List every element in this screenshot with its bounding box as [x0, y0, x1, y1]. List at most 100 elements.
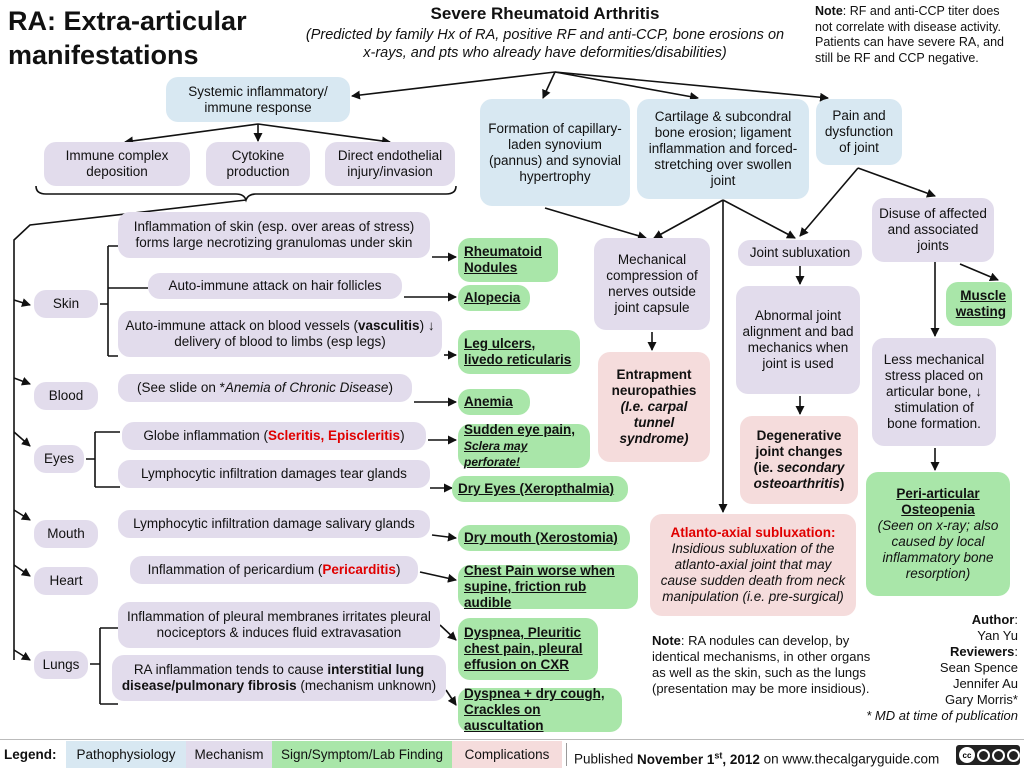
published-prefix: Published — [574, 751, 638, 767]
pleuritic-dyspnea-sign: Dyspnea, Pleuritic chest pain, pleural e… — [458, 618, 598, 680]
globe-inflammation-mechanism: Globe inflammation (Scleritis, Episcleri… — [122, 422, 426, 450]
anemia-text-c: ) — [388, 380, 393, 395]
hair-follicle-mechanism: Auto-immune attack on hair follicles — [148, 273, 402, 299]
degenerative-text-a: Degenerative joint changes (ie. — [753, 428, 843, 475]
entrapment-sub: (I.e. carpal tunnel syndrome) — [619, 399, 689, 446]
dry-eyes-sign: Dry Eyes (Xeropthalmia) — [452, 476, 628, 502]
top-note-label: Note — [815, 4, 843, 18]
legend-complications: Complications — [452, 741, 562, 768]
organ-lungs: Lungs — [34, 651, 88, 679]
vasculitis-term: vasculitis — [358, 318, 420, 333]
header-title: Severe Rheumatoid Arthritis — [430, 4, 660, 23]
legend-sign-symptom: Sign/Symptom/Lab Finding — [272, 741, 452, 768]
license-badge[interactable]: cc — [956, 745, 1020, 765]
dry-cough-sign: Dyspnea + dry cough, Crackles on auscult… — [458, 686, 622, 733]
published-date-a: November 1 — [637, 751, 715, 767]
lung-text-c: (mechanism unknown) — [296, 678, 437, 693]
pericarditis-term: Pericarditis — [322, 562, 396, 577]
rheumatoid-nodules-sign: Rheumatoid Nodules — [458, 238, 558, 282]
tear-gland-mechanism: Lymphocytic infiltration damages tear gl… — [118, 460, 430, 488]
bottom-note-text: : RA nodules can develop, by identical m… — [652, 633, 871, 696]
cc-icon: cc — [959, 747, 975, 763]
cytokine-box: Cytokine production — [206, 142, 310, 186]
pannus-box: Formation of capillary-laden synovium (p… — [480, 99, 630, 206]
organ-mouth: Mouth — [34, 520, 98, 548]
eye-pain-label: Sudden eye pain, — [464, 422, 576, 437]
pleural-mechanism: Inflammation of pleural membranes irrita… — [118, 602, 440, 648]
anemia-mechanism: (See slide on *Anemia of Chronic Disease… — [118, 374, 412, 402]
organ-skin: Skin — [34, 290, 98, 318]
muscle-wasting-sign: Muscle wasting — [946, 282, 1012, 326]
atlanto-sub: Insidious subluxation of the atlanto-axi… — [660, 541, 846, 604]
anemia-sign: Anemia — [458, 389, 530, 415]
osteopenia-title: Peri-articular Osteopenia — [896, 486, 980, 517]
author-name: Yan Yu — [977, 628, 1018, 643]
top-note: Note: RF and anti-CCP titer does not cor… — [815, 4, 1020, 66]
legend-divider — [0, 739, 1024, 740]
legend-mechanism: Mechanism — [186, 741, 272, 768]
degenerative-text-c: ) — [839, 476, 845, 491]
pericardium-mechanism: Inflammation of pericardium (Pericarditi… — [130, 556, 418, 584]
header-subtitle: (Predicted by family Hx of RA, positive … — [305, 27, 785, 61]
eye-pain-sub: Sclera may perforate! — [464, 439, 528, 469]
vasculitis-text-c: ) ↓ delivery of blood to limbs (esp legs… — [174, 318, 435, 349]
entrapment-neuropathy-box: Entrapment neuropathies (I.e. carpal tun… — [598, 352, 710, 462]
osteopenia-sign: Peri-articular Osteopenia (Seen on x-ray… — [866, 472, 1010, 596]
reviewer-name: Sean Spence — [939, 660, 1018, 675]
osteopenia-sub: (Seen on x-ray; also caused by local inf… — [877, 518, 999, 581]
skin-granuloma-mechanism: Inflammation of skin (esp. over areas of… — [118, 212, 430, 258]
globe-text-a: Globe inflammation ( — [143, 428, 268, 443]
legend-pathophysiology: Pathophysiology — [66, 741, 186, 768]
joint-disuse-box: Disuse of affected and associated joints — [872, 198, 994, 262]
vasculitis-mechanism: Auto-immune attack on blood vessels (vas… — [118, 311, 442, 357]
top-note-text: : RF and anti-CCP titer does not correla… — [815, 4, 1005, 65]
organ-eyes: Eyes — [34, 445, 84, 473]
by-icon — [977, 748, 990, 762]
scleritis-term: Scleritis, Episcleritis — [267, 428, 401, 443]
published-line: Published November 1st, 2012 on www.thec… — [574, 747, 954, 768]
reviewer-name: Jennifer Au — [952, 676, 1018, 691]
author-label: Author — [971, 612, 1015, 627]
salivary-gland-mechanism: Lymphocytic infiltration damage salivary… — [118, 510, 430, 538]
published-date-sup: st — [714, 750, 723, 760]
reviewer-name: Gary Morris* — [945, 692, 1018, 707]
sa-icon — [1007, 748, 1020, 762]
published-date-b: , 2012 — [722, 751, 760, 767]
legend-label: Legend: — [4, 747, 57, 762]
joint-subluxation-box: Joint subluxation — [738, 240, 862, 266]
entrapment-title: Entrapment neuropathies — [611, 367, 697, 398]
atlanto-axial-box: Atlanto-axial subluxation: Insidious sub… — [650, 514, 856, 616]
degenerative-joint-box: Degenerative joint changes (ie. secondar… — [740, 416, 858, 504]
organ-heart: Heart — [34, 567, 98, 595]
eye-pain-sign: Sudden eye pain, Sclera may perforate! — [458, 422, 590, 469]
pericardium-text-a: Inflammation of pericardium ( — [147, 562, 323, 577]
pericardium-text-c: ) — [395, 562, 401, 577]
interstitial-lung-mechanism: RA inflammation tends to cause interstit… — [112, 655, 446, 701]
anemia-text-b: Anemia of Chronic Disease — [224, 380, 389, 395]
leg-ulcers-sign: Leg ulcers, livedo reticularis — [458, 330, 580, 374]
degenerative-text-b: secondary osteoarthritis — [753, 460, 845, 491]
credits: Author: Yan Yu Reviewers: Sean Spence Je… — [840, 612, 1018, 724]
lung-text-a: RA inflammation tends to cause — [133, 662, 328, 677]
legend-separator — [566, 743, 567, 766]
bottom-note: Note: RA nodules can develop, by identic… — [652, 633, 872, 697]
chest-pain-sign: Chest Pain worse when supine, friction r… — [458, 563, 638, 610]
less-stress-box: Less mechanical stress placed on articul… — [872, 338, 996, 446]
lung-text-b: interstitial lung disease/pulmonary fibr… — [121, 662, 425, 693]
organ-blood: Blood — [34, 382, 98, 410]
credits-footnote: * MD at time of publication — [866, 708, 1018, 723]
reviewers-label: Reviewers — [950, 644, 1015, 659]
dry-mouth-sign: Dry mouth (Xerostomia) — [458, 525, 630, 551]
globe-text-c: ) — [400, 428, 405, 443]
cartilage-erosion-box: Cartilage & subcondral bone erosion; lig… — [637, 99, 809, 199]
nc-icon — [992, 748, 1005, 762]
page-title: RA: Extra-articular manifestations — [8, 6, 247, 70]
vasculitis-text-a: Auto-immune attack on blood vessels ( — [125, 318, 359, 333]
abnormal-alignment-box: Abnormal joint alignment and bad mechani… — [736, 286, 860, 394]
immune-complex-box: Immune complex deposition — [44, 142, 190, 186]
endothelial-injury-box: Direct endothelial injury/invasion — [325, 142, 455, 186]
pain-dysfunction-box: Pain and dysfunction of joint — [816, 99, 902, 165]
published-suffix: on www.thecalgaryguide.com — [759, 751, 940, 767]
systemic-inflammatory-box: Systemic inflammatory/ immune response — [166, 77, 350, 122]
